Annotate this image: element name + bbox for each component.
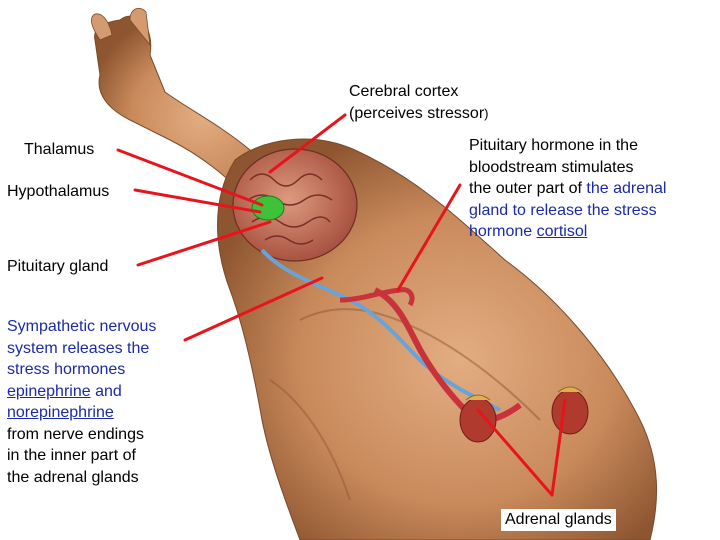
- pointer-sympathetic: [183, 276, 324, 342]
- pointer-thalamus: [116, 148, 264, 207]
- pituitary-highlight: [251, 195, 285, 221]
- pointer-hypothalamus: [133, 188, 262, 214]
- pointer-adrenal-left: [476, 408, 554, 497]
- pointer-cortex: [268, 113, 347, 174]
- brain: [232, 148, 358, 262]
- label-cerebral-cortex: Cerebral cortex (perceives stressor): [349, 83, 489, 122]
- label-hypothalamus: Hypothalamus: [7, 183, 110, 200]
- nerve-pathway: [260, 248, 501, 412]
- pointer-pituitary: [136, 220, 272, 267]
- label-thalamus: Thalamus: [24, 141, 95, 158]
- pointer-lines: [116, 113, 567, 497]
- norepinephrine-term: norepinephrine: [7, 404, 114, 421]
- epinephrine-term: epinephrine: [7, 382, 91, 400]
- pointer-adrenal-right: [550, 398, 567, 497]
- label-adrenal-glands: Adrenal glands: [501, 509, 616, 531]
- label-pituitary-hormone: Pituitary hormone in the bloodstream sti…: [469, 137, 667, 240]
- cortex-line2: (perceives stressor: [349, 104, 485, 122]
- label-sympathetic: Sympathetic nervous system releases the …: [7, 318, 157, 486]
- the-adrenal-text: the adrenal: [586, 180, 667, 197]
- pointer-pituitary-hormone: [396, 183, 462, 292]
- label-pituitary-gland: Pituitary gland: [7, 258, 109, 275]
- cortisol-term: cortisol: [536, 223, 588, 240]
- cortex-paren: ): [484, 105, 489, 121]
